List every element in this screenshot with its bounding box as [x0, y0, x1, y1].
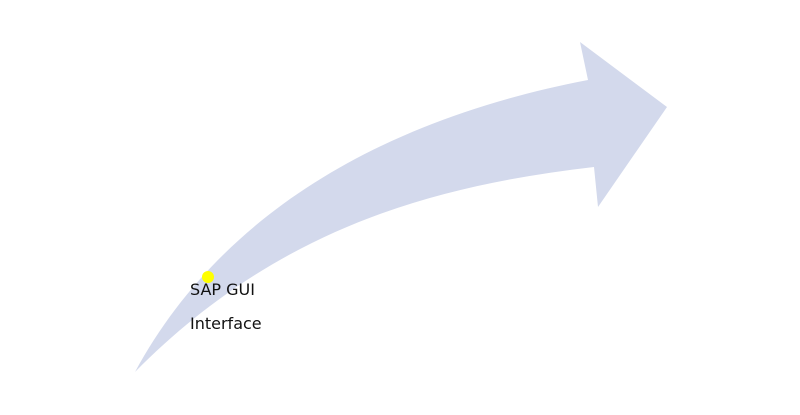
milestone-label-line-1: SAP GUI: [190, 280, 255, 299]
curved-arrow: [135, 42, 667, 372]
milestone-label-line-2: Interface: [190, 314, 262, 333]
milestone-marker-dot: [202, 271, 214, 283]
